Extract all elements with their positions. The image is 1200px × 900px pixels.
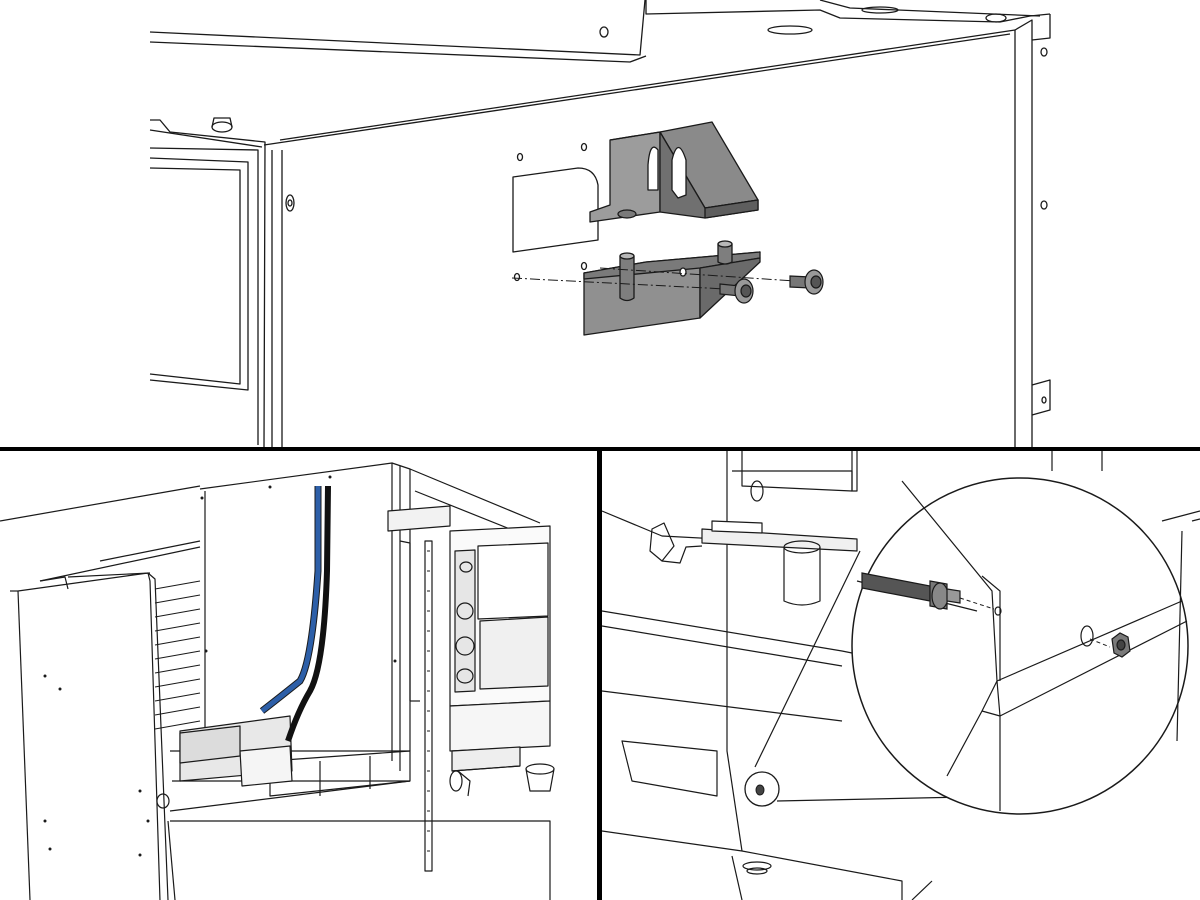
- horizontal-divider: [0, 447, 1200, 451]
- shoulder-bolt: [719, 278, 754, 304]
- vertical-divider: [597, 451, 602, 900]
- coolant-hose-black: [285, 485, 331, 742]
- top-panel-bracket-assembly: [0, 0, 1200, 447]
- mounting-bracket: [589, 121, 759, 223]
- detail-view-drawing: [602, 451, 1200, 900]
- clamp-plate: [583, 240, 761, 336]
- hex-nut: [1111, 632, 1131, 658]
- bottom-right-panel-detail-view: [602, 451, 1200, 900]
- coolant-hose-blue: [259, 486, 322, 714]
- bracket-assembly-drawing: [149, 0, 1051, 447]
- machine-overview-drawing: [0, 462, 555, 900]
- bottom-left-panel-machine-overview: [0, 451, 597, 900]
- detail-magnifier: [851, 477, 1189, 815]
- hose-fitting: [861, 572, 961, 610]
- shoulder-bolt: [789, 269, 824, 295]
